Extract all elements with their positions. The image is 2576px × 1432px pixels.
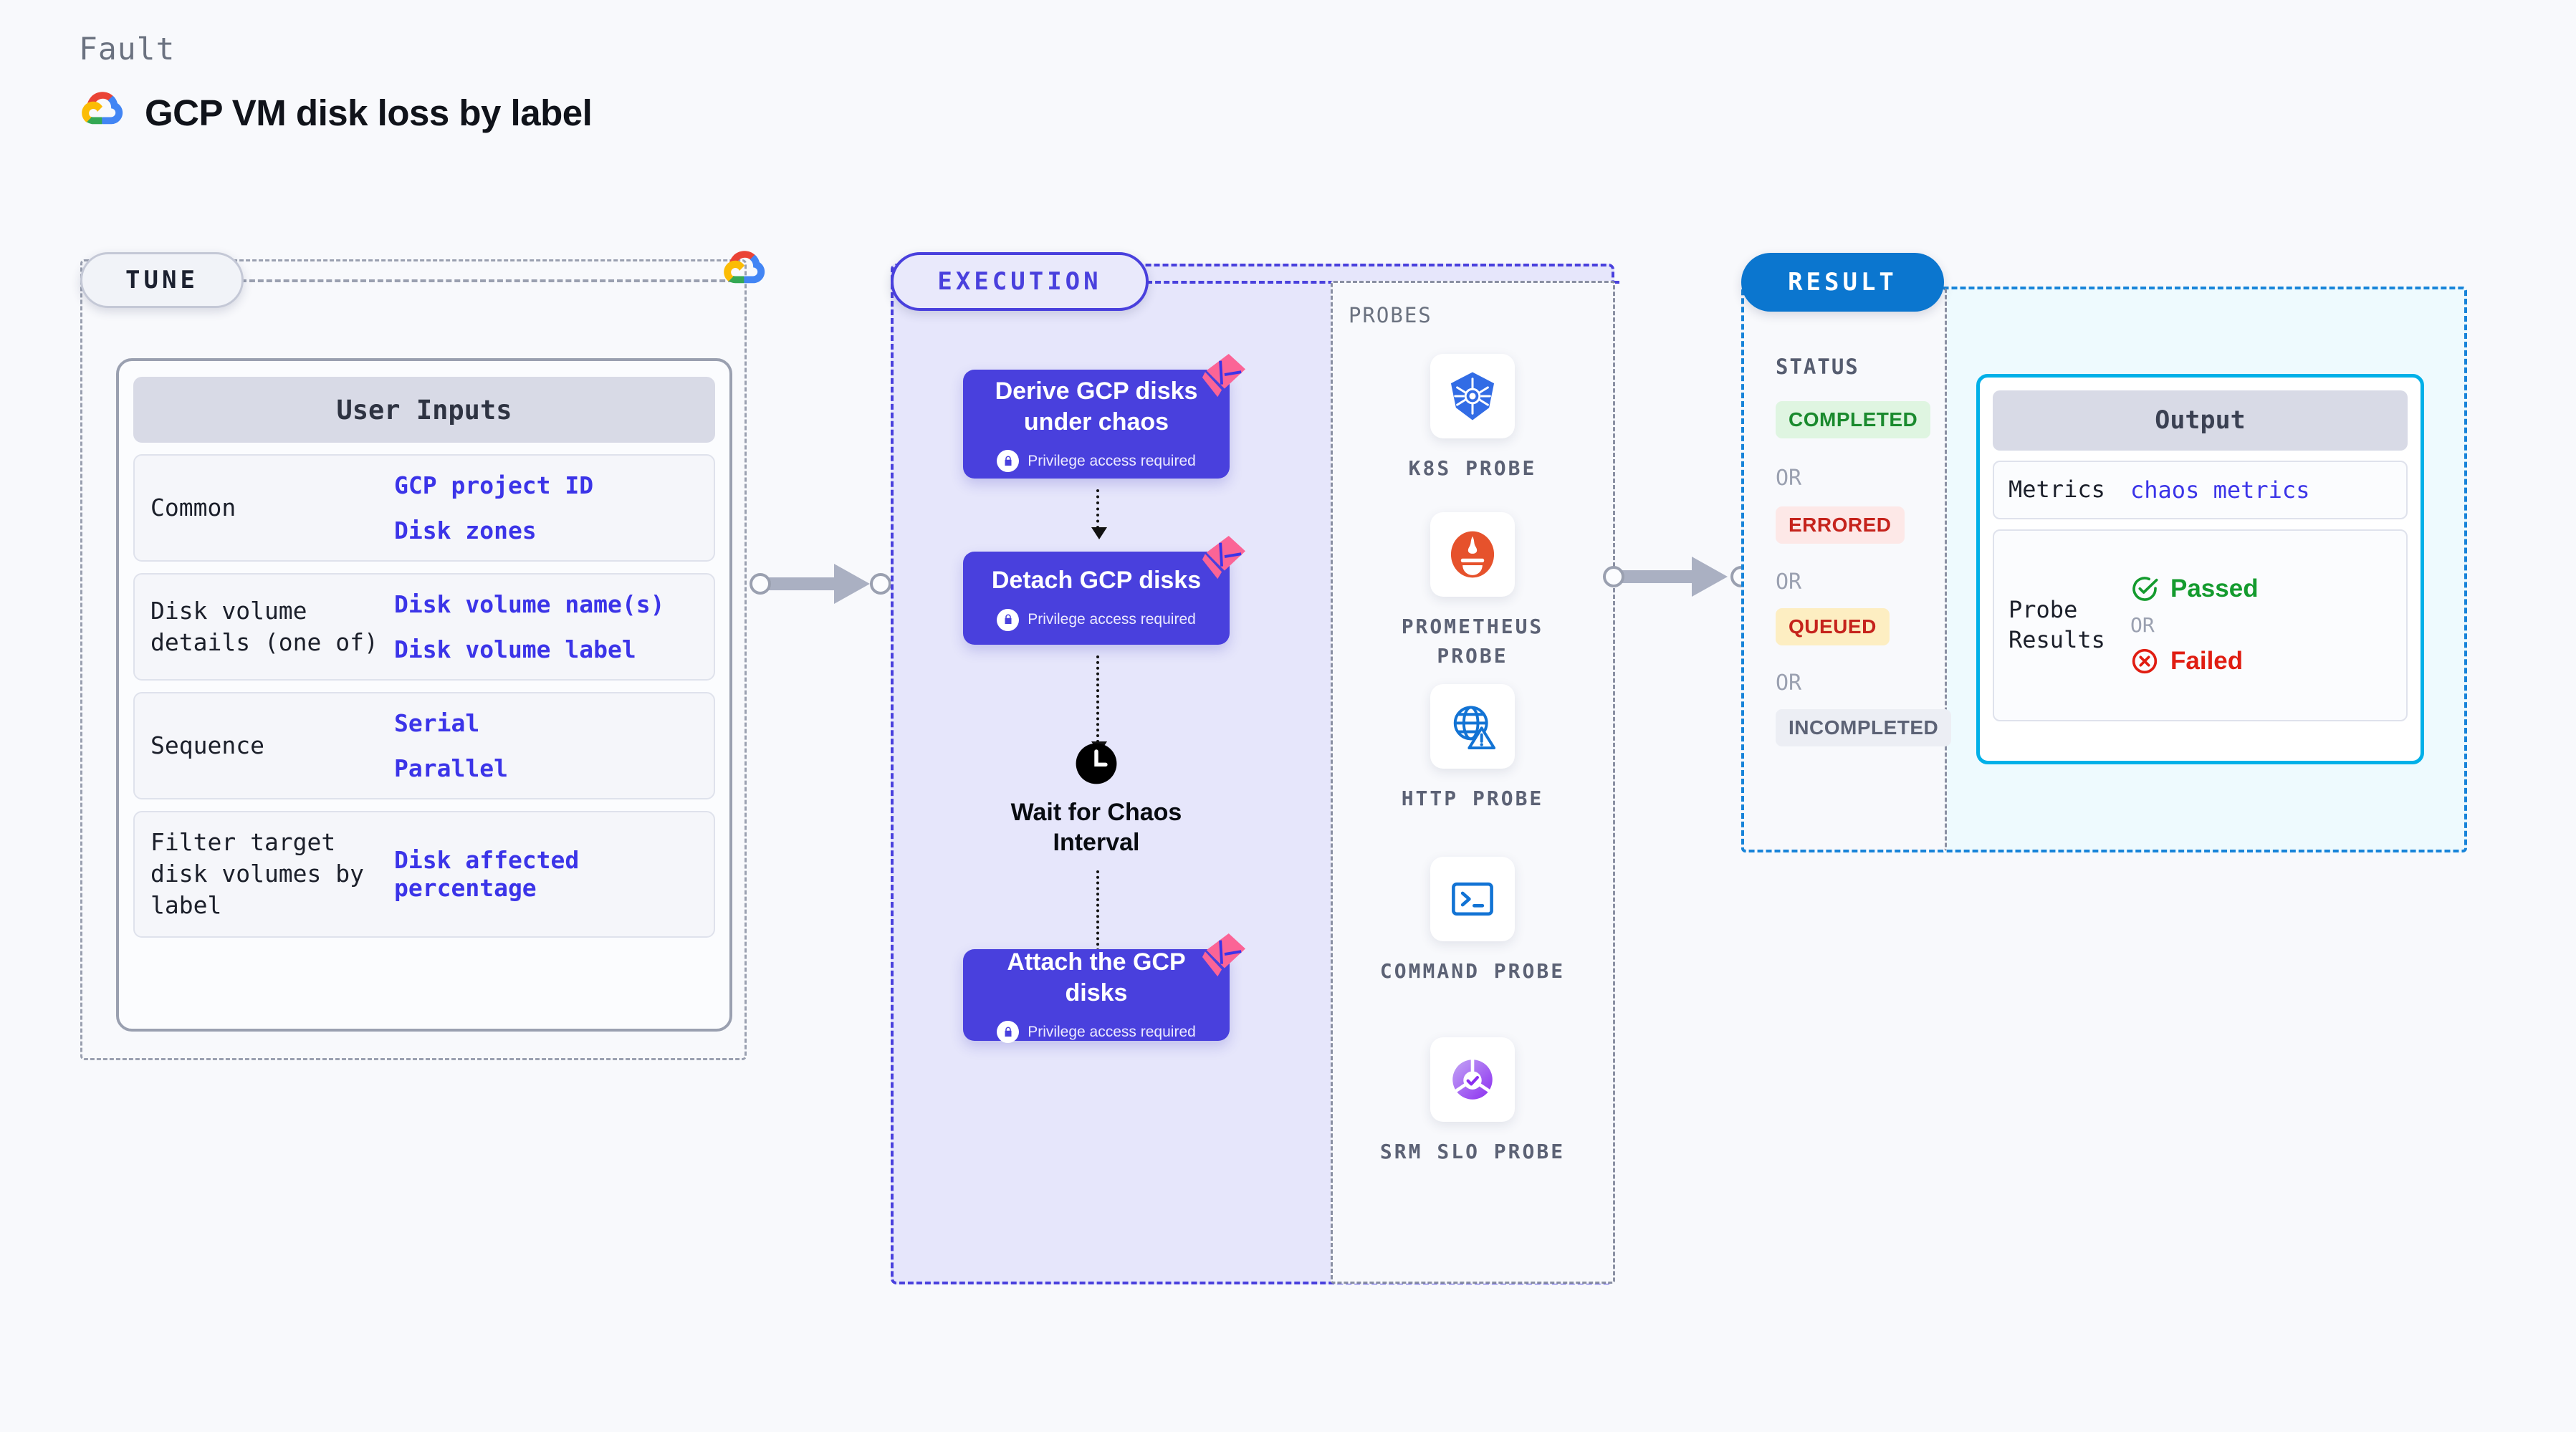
execution-node-detach[interactable]: Detach GCP disks Privilege access requir… [963, 536, 1245, 645]
output-metrics-link[interactable]: chaos metrics [2130, 476, 2310, 504]
user-input-row[interactable]: Filter target disk volumes by label Disk… [133, 811, 715, 938]
arrow-tune-to-execution [750, 564, 893, 604]
execution-badge[interactable]: EXECUTION [891, 252, 1149, 311]
output-key: Probe Results [2008, 596, 2105, 653]
flow-connector [1091, 489, 1107, 539]
probe-result-or: OR [2130, 613, 2155, 638]
user-input-value[interactable]: Disk volume name(s) [394, 590, 665, 618]
user-input-value[interactable]: Disk zones [394, 516, 537, 544]
output-title: Output [1993, 390, 2408, 451]
result-badge[interactable]: RESULT [1741, 253, 1944, 312]
clock-icon [1076, 743, 1117, 784]
status-or: OR [1776, 671, 1802, 696]
privilege-note: Privilege access required [997, 608, 1196, 631]
probe-item-prometheus[interactable]: PROMETHEUS PROBE [1379, 512, 1566, 671]
probe-item-srm-slo[interactable]: SRM SLO PROBE [1379, 1037, 1566, 1167]
privilege-note: Privilege access required [997, 1021, 1196, 1043]
privilege-text: Privilege access required [1028, 1023, 1196, 1040]
user-input-key: Filter target disk volumes by label [150, 828, 365, 920]
probe-label: PROMETHEUS PROBE [1401, 615, 1544, 668]
user-input-row[interactable]: Disk volume details (one of) Disk volume… [133, 573, 715, 681]
execution-node-title: Detach GCP disks [991, 567, 1202, 595]
user-input-value[interactable]: GCP project ID [394, 471, 594, 499]
output-card: Output Metrics chaos metrics Probe Resul… [1976, 374, 2424, 764]
page-title: GCP VM disk loss by label [145, 92, 593, 133]
user-input-value[interactable]: Disk affected percentage [394, 846, 580, 903]
probe-result-failed-label: Failed [2170, 647, 2244, 676]
privilege-note: Privilege access required [997, 450, 1196, 472]
check-circle-icon [2132, 577, 2158, 601]
kubernetes-icon [1430, 354, 1515, 438]
privilege-text: Privilege access required [1028, 452, 1196, 469]
probe-label: SRM SLO PROBE [1379, 1140, 1566, 1163]
harness-ribbon-icon [1202, 536, 1245, 580]
status-or: OR [1776, 466, 1802, 491]
google-cloud-logo-icon [80, 90, 125, 135]
user-input-value[interactable]: Disk volume label [394, 635, 636, 663]
probe-label: HTTP PROBE [1401, 787, 1544, 810]
harness-ribbon-icon [1202, 354, 1245, 398]
execution-node-title: Derive GCP disks under chaos [995, 378, 1198, 436]
srm-slo-icon [1430, 1037, 1515, 1122]
user-input-key: Sequence [150, 731, 264, 759]
page-kicker: Fault [79, 32, 176, 67]
arrow-execution-to-result [1603, 557, 1753, 597]
tune-badge[interactable]: TUNE [80, 252, 244, 308]
google-cloud-logo-icon [722, 249, 767, 294]
lock-icon [997, 450, 1020, 472]
user-input-key: Common [150, 493, 236, 522]
user-input-value[interactable]: Serial [394, 709, 480, 737]
probes-label: PROBES [1349, 303, 1432, 327]
probe-result-failed: Failed [2130, 647, 2259, 676]
execution-node-derive[interactable]: Derive GCP disks under chaos Privilege a… [963, 354, 1245, 479]
status-badge-queued[interactable]: QUEUED [1776, 608, 1890, 645]
execution-node-wait: Wait for Chaos Interval [1010, 741, 1182, 857]
execution-node-title: Attach the GCP disks [1007, 948, 1186, 1006]
terminal-icon [1430, 857, 1515, 941]
result-status-column [1741, 287, 1947, 852]
user-input-row[interactable]: Common GCP project ID Disk zones [133, 454, 715, 562]
page-header: GCP VM disk loss by label [80, 90, 593, 135]
privilege-text: Privilege access required [1028, 611, 1196, 628]
execution-node-attach[interactable]: Attach the GCP disks Privilege access re… [963, 933, 1245, 1043]
status-badge-errored[interactable]: ERRORED [1776, 506, 1905, 544]
output-row-probe-results: Probe Results Passed OR Failed [1993, 529, 2408, 721]
user-inputs-title: User Inputs [133, 377, 715, 443]
lock-icon [997, 608, 1020, 631]
status-badge-completed[interactable]: COMPLETED [1776, 401, 1931, 438]
status-or: OR [1776, 570, 1802, 595]
execution-node-title: Wait for Chaos Interval [1010, 799, 1182, 857]
flow-connector [1091, 870, 1107, 962]
flow-connector [1091, 655, 1107, 754]
output-row-metrics[interactable]: Metrics chaos metrics [1993, 461, 2408, 519]
output-key: Metrics [2008, 476, 2105, 503]
probe-result-passed: Passed [2130, 575, 2259, 603]
status-badge-incompleted[interactable]: INCOMPLETED [1776, 709, 1952, 746]
probe-label: COMMAND PROBE [1379, 959, 1566, 983]
harness-ribbon-icon [1202, 933, 1245, 977]
probe-item-command[interactable]: COMMAND PROBE [1379, 857, 1566, 986]
user-input-value[interactable]: Parallel [394, 754, 508, 782]
tune-panel [80, 259, 747, 1060]
probe-result-passed-label: Passed [2170, 575, 2259, 603]
tune-dashed-connector [241, 279, 742, 282]
probe-item-k8s[interactable]: K8S PROBE [1379, 354, 1566, 484]
probe-item-http[interactable]: HTTP PROBE [1379, 684, 1566, 814]
user-input-key: Disk volume details (one of) [150, 596, 378, 656]
prometheus-icon [1430, 512, 1515, 597]
probe-label: K8S PROBE [1408, 456, 1537, 480]
x-circle-icon [2132, 648, 2158, 674]
user-inputs-card: User Inputs Common GCP project ID Disk z… [116, 358, 732, 1032]
user-input-row[interactable]: Sequence Serial Parallel [133, 692, 715, 799]
http-globe-icon [1430, 684, 1515, 769]
status-label: STATUS [1776, 355, 1859, 379]
lock-icon [997, 1021, 1020, 1043]
